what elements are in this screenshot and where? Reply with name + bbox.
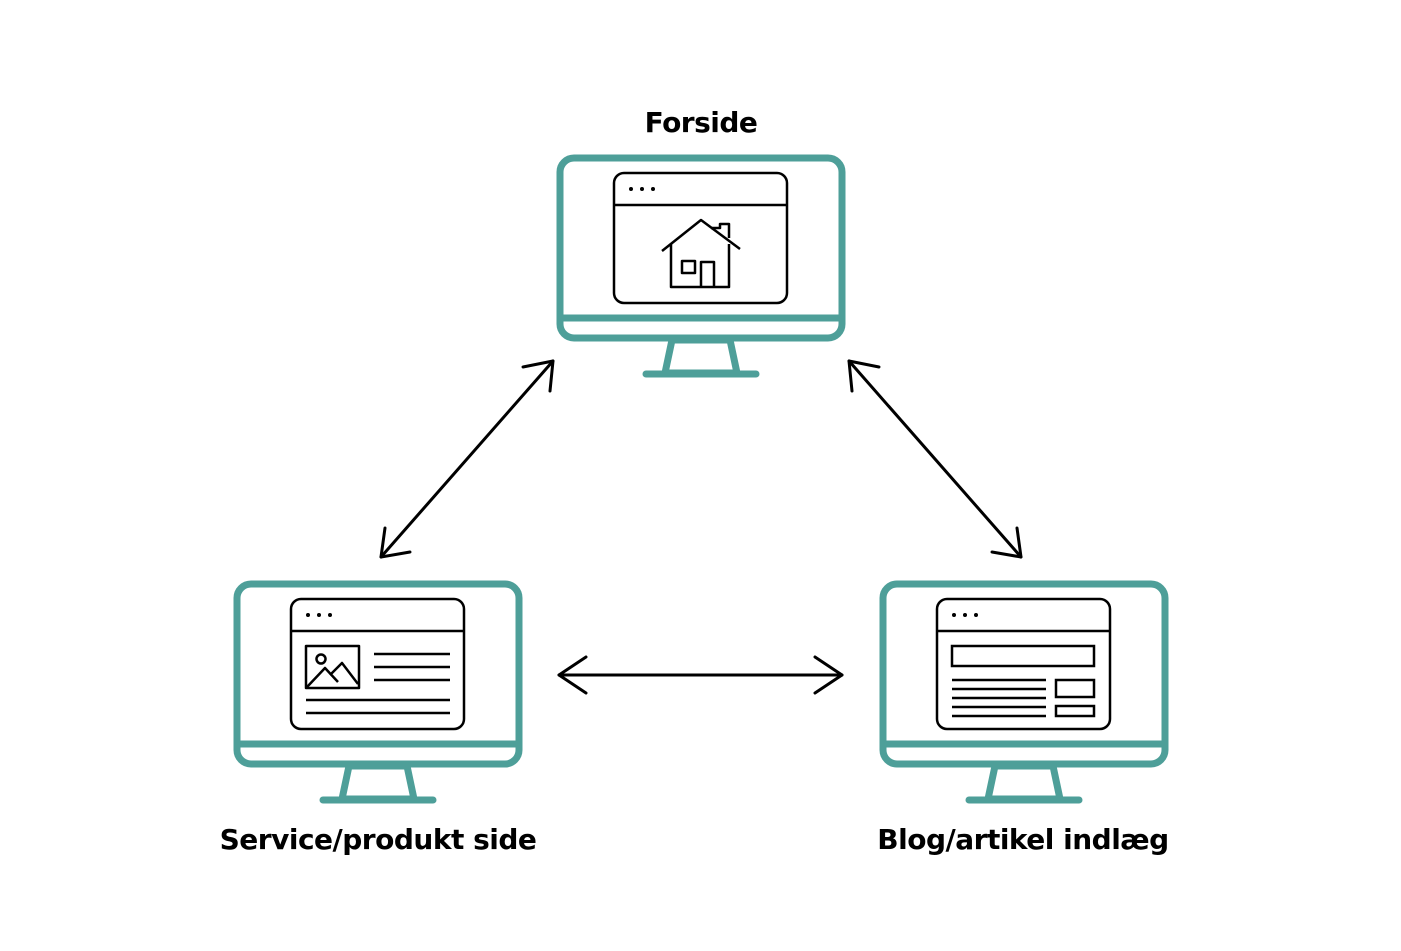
node-service: Service/produkt side (220, 580, 537, 856)
browser-window-icon (612, 171, 789, 305)
node-label-service: Service/produkt side (220, 823, 537, 856)
node-forside: Forside (556, 106, 846, 378)
home-icon (661, 218, 741, 289)
monitor-icon (556, 154, 846, 378)
browser-window-icon (289, 597, 466, 731)
monitor-icon (233, 580, 523, 804)
node-blog: Blog/artikel indlæg (877, 580, 1169, 856)
browser-window-icon (935, 597, 1112, 731)
article-page-icon (950, 644, 1096, 718)
monitor-icon (879, 580, 1169, 804)
node-label-blog: Blog/artikel indlæg (877, 823, 1168, 856)
image-text-page-icon (304, 644, 450, 715)
arrow-forside-blog (847, 359, 1023, 559)
arrow-service-blog (557, 655, 844, 695)
arrow-forside-service (379, 359, 555, 559)
node-label-forside: Forside (645, 106, 758, 139)
